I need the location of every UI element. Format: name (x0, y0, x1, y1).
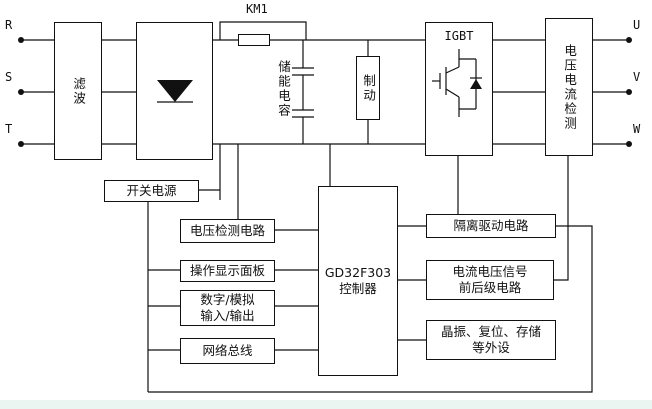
diode-icon (156, 80, 193, 103)
peripherals-line-2: 等外设 (472, 340, 510, 355)
terminal-s-label: S (5, 70, 13, 84)
terminal-r-label: R (5, 18, 13, 32)
network-block: 网络总线 (180, 338, 275, 364)
bottom-strip (0, 400, 652, 409)
filter-block: 滤波 (54, 22, 102, 160)
analog-io-line-2: 输入/输出 (200, 308, 255, 323)
voltage-detect-block: 电压检测电路 (180, 219, 275, 243)
terminal-u-label: U (633, 18, 641, 32)
isolation-driver-block: 隔离驱动电路 (426, 214, 556, 238)
igbt-label: IGBT (444, 29, 474, 43)
switch-power-block: 开关电源 (104, 180, 199, 202)
contactor-label: KM1 (246, 2, 268, 16)
peripherals-block: 晶振、复位、存储 等外设 (426, 320, 556, 360)
capacitor-label: 储能电容 (276, 60, 291, 118)
brake-block: 制动 (356, 56, 380, 120)
analog-io-line-1: 数字/模拟 (200, 291, 255, 307)
signal-circuit-block: 电流电压信号 前后级电路 (426, 260, 554, 300)
analog-io-block: 数字/模拟 输入/输出 (180, 290, 275, 326)
controller-block: GD32F303 控制器 (318, 186, 398, 376)
controller-label: 控制器 (339, 281, 377, 296)
terminal-w-label: W (633, 122, 641, 136)
rectifier-block (136, 22, 213, 160)
controller-model: GD32F303 (324, 264, 392, 280)
terminal-v-label: V (633, 70, 641, 84)
panel-block: 操作显示面板 (180, 260, 275, 282)
igbt-block: IGBT (425, 22, 493, 156)
vi-detect-block: 电压电流检测 (545, 18, 593, 156)
signal-line-2: 前后级电路 (458, 280, 522, 295)
signal-line-1: 电流电压信号 (452, 263, 528, 279)
igbt-icon (432, 48, 482, 117)
contactor-block (238, 34, 270, 46)
terminal-t-label: T (5, 122, 13, 136)
peripherals-line-1: 晶振、复位、存储 (440, 323, 541, 339)
